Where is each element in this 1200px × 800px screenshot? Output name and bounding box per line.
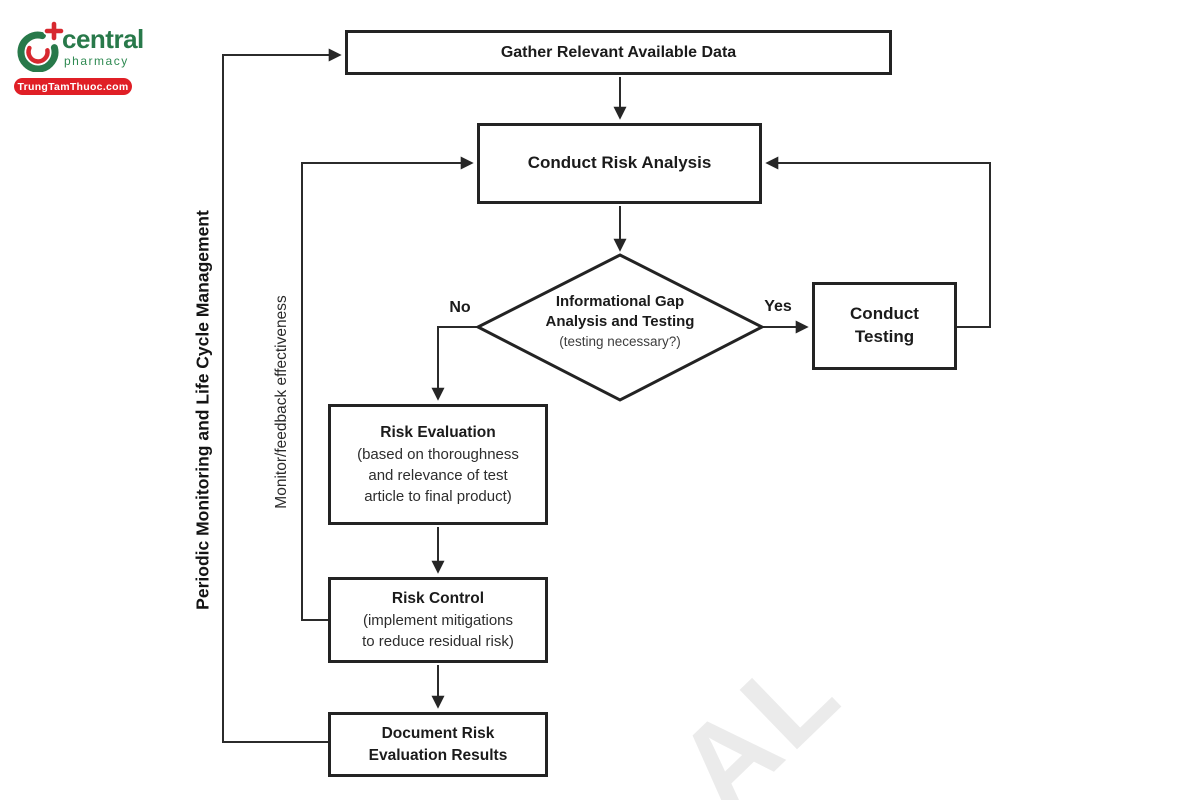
decision-line3: (testing necessary?) <box>559 333 681 349</box>
risk-evaluation-line1: (based on thoroughness <box>357 445 519 463</box>
logo-wordmark: central pharmacy <box>62 26 144 68</box>
node-decision-informational-gap: Informational Gap Analysis and Testing (… <box>495 292 745 350</box>
node-risk-analysis-label: Conduct Risk Analysis <box>527 153 712 173</box>
central-pharmacy-logo-icon <box>17 20 64 72</box>
risk-control-title: Risk Control <box>391 589 485 607</box>
decision-line2: Analysis and Testing <box>545 312 695 330</box>
decision-line1: Informational Gap <box>555 293 685 310</box>
node-gather-data: Gather Relevant Available Data <box>345 30 892 75</box>
node-gather-label: Gather Relevant Available Data <box>500 43 737 61</box>
node-risk-control: Risk Control (implement mitigations to r… <box>328 577 548 663</box>
node-conduct-testing: Conduct Testing <box>812 282 957 370</box>
outer-loop-label: Periodic Monitoring and Life Cycle Manag… <box>192 210 213 610</box>
decision-diamond-shape <box>474 253 766 402</box>
edge-label-yes: Yes <box>764 298 792 315</box>
risk-evaluation-line3: article to final product) <box>364 488 512 506</box>
node-conduct-risk-analysis: Conduct Risk Analysis <box>477 123 762 204</box>
conduct-testing-line1: Conduct <box>850 304 919 324</box>
logo-brand-text: central <box>62 24 144 54</box>
document-results-line2: Evaluation Results <box>368 746 508 764</box>
risk-evaluation-line2: and relevance of test <box>368 466 508 484</box>
node-risk-evaluation: Risk Evaluation (based on thoroughness a… <box>328 404 548 525</box>
risk-control-line2: to reduce residual risk) <box>362 633 514 650</box>
risk-control-line1: (implement mitigations <box>362 611 514 629</box>
logo-domain-badge: TrungTamThuoc.com <box>14 78 132 95</box>
inner-loop-label: Monitor/feedback effectiveness <box>273 295 290 509</box>
node-document-results: Document Risk Evaluation Results <box>328 712 548 777</box>
conduct-testing-line2: Testing <box>854 327 915 346</box>
edge-document-to-gather <box>222 48 342 743</box>
edge-label-no: No <box>449 299 471 316</box>
edge-decision-no <box>431 326 478 401</box>
logo-sub-text: pharmacy <box>64 54 129 68</box>
risk-evaluation-title: Risk Evaluation <box>380 423 496 441</box>
document-results-line1: Document Risk <box>381 724 495 742</box>
edge-riskcontrol-to-analysis <box>301 156 474 621</box>
edge-testing-to-analysis <box>765 156 991 328</box>
